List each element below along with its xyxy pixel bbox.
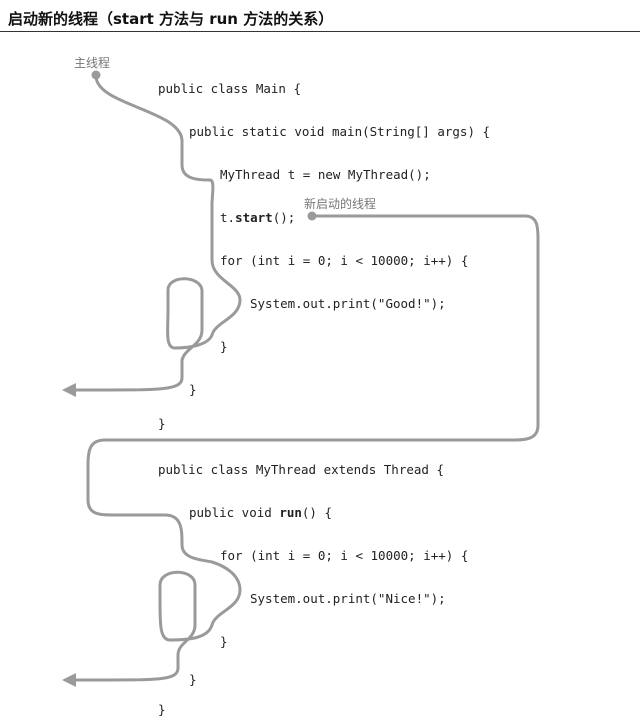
code-start-method: start [235, 210, 273, 225]
code-print-good: System.out.print("Good!"); [250, 296, 446, 311]
code-run-prefix: public void [189, 505, 280, 520]
code-run-for-loop: for (int i = 0; i < 10000; i++) { [220, 548, 469, 563]
main-thread-start-dot [91, 70, 101, 80]
main-thread-path [70, 74, 242, 392]
title-underline [0, 31, 640, 32]
code-main-class-decl: public class Main { [158, 81, 301, 96]
code-main-method-decl: public static void main(String[] args) { [189, 124, 491, 139]
code-main-for-close: } [220, 339, 228, 354]
new-thread-label: 新启动的线程 [304, 197, 377, 211]
code-mythread-class-decl: public class MyThread extends Thread { [158, 462, 444, 477]
code-run-suffix: () { [301, 505, 332, 520]
code-start-suffix: (); [272, 210, 296, 225]
code-print-nice: System.out.print("Nice!"); [250, 591, 446, 606]
code-run-method-decl: public void run() { [189, 505, 332, 521]
new-thread-path [70, 214, 540, 682]
main-thread-arrow-icon [62, 383, 76, 397]
code-start-call: t.start(); [220, 210, 295, 226]
code-mythread-class-close: } [158, 702, 166, 717]
code-main-method-close: } [189, 382, 197, 397]
main-thread-label: 主线程 [74, 56, 111, 70]
new-thread-arrow-icon [62, 673, 76, 687]
code-run-for-close: } [220, 634, 228, 649]
code-main-for-loop: for (int i = 0; i < 10000; i++) { [220, 253, 469, 268]
new-thread-start-dot [307, 211, 317, 221]
code-run-method: run [279, 505, 302, 520]
page-title: 启动新的线程（start 方法与 run 方法的关系） [8, 10, 334, 28]
code-main-class-close: } [158, 416, 166, 431]
code-run-method-close: } [189, 672, 197, 687]
code-start-prefix: t. [220, 210, 236, 225]
code-new-mythread: MyThread t = new MyThread(); [220, 167, 431, 182]
